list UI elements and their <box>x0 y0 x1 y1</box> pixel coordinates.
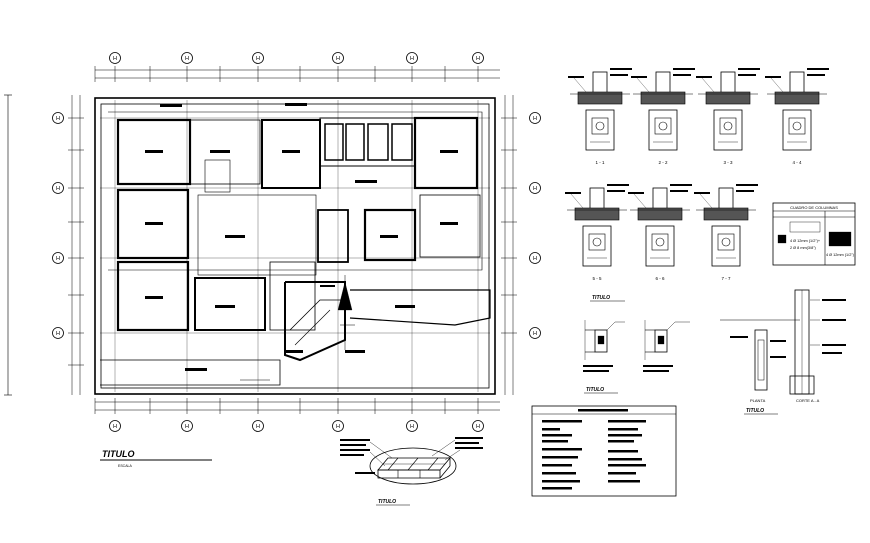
sheet-title-block: TITULO ESCALA <box>100 449 212 468</box>
footing-label: 2 - 2 <box>658 160 668 165</box>
foundation-floor-plan <box>4 69 514 411</box>
axis-marker-label: H <box>256 56 260 62</box>
footing-label: 5 - 5 <box>592 276 602 281</box>
column-table-rebar-c: 4 Ø 12mm (1/2") <box>826 253 855 257</box>
wall-plan-label: PLANTA <box>750 398 766 403</box>
axis-marker: H <box>52 327 64 339</box>
axis-marker-label: H <box>336 424 340 430</box>
footing-label: 4 - 4 <box>792 160 802 165</box>
axis-marker-label: H <box>336 56 340 62</box>
footing-details: 1 - 1 2 - 2 3 - 3 4 - 4 5 - 5 6 - 6 7 - 7 <box>565 68 829 281</box>
details-title: TITULO <box>586 387 604 393</box>
wall-detail <box>720 289 820 395</box>
general-notes-table <box>531 405 677 497</box>
wall-section-label: CORTE A - A <box>796 398 820 403</box>
axis-marker-label: H <box>256 424 260 430</box>
axis-marker: H <box>52 182 64 194</box>
axis-marker-label: H <box>533 256 537 262</box>
columns-title: TITULO <box>592 295 610 301</box>
axis-marker: H <box>332 52 344 64</box>
axis-marker-label: H <box>56 116 60 122</box>
axis-marker-label: H <box>476 424 480 430</box>
column-table-header: CUADRO DE COLUMNAS <box>790 205 838 210</box>
axis-marker: H <box>529 182 541 194</box>
axis-marker: H <box>472 420 484 432</box>
axis-marker: H <box>109 52 121 64</box>
footing-detail: 6 - 6 <box>628 184 692 281</box>
footing-detail: 2 - 2 <box>631 68 695 165</box>
connection-details <box>584 320 690 360</box>
axis-marker-label: H <box>533 116 537 122</box>
axis-marker-label: H <box>533 186 537 192</box>
footing-label: 3 - 3 <box>723 160 733 165</box>
axis-marker-label: H <box>185 56 189 62</box>
axis-marker-label: H <box>113 56 117 62</box>
brick-detail-title: TITULO <box>378 499 396 505</box>
axis-marker-label: H <box>410 56 414 62</box>
axis-marker: H <box>109 420 121 432</box>
brick-detail <box>369 439 461 485</box>
axis-marker: H <box>181 52 193 64</box>
axis-marker: H <box>52 252 64 264</box>
footing-detail: 3 - 3 <box>696 68 760 165</box>
axis-marker-label: H <box>113 424 117 430</box>
axis-marker-label: H <box>56 331 60 337</box>
axis-marker-label: H <box>56 256 60 262</box>
sheet-title: TITULO <box>102 449 135 459</box>
footing-label: 6 - 6 <box>655 276 665 281</box>
grid-axis-markers: H H H H H H H H H H H H H H H H H H H H <box>52 52 541 432</box>
axis-marker: H <box>252 52 264 64</box>
axis-marker: H <box>52 112 64 124</box>
general-notes-lines <box>542 409 646 490</box>
axis-marker-label: H <box>56 186 60 192</box>
room-label-marks <box>145 103 458 371</box>
column-table-rebar-a: 4 Ø 12mm (1/2")+ <box>790 239 821 243</box>
axis-marker-label: H <box>476 56 480 62</box>
wall-detail-notes <box>730 299 846 358</box>
axis-marker: H <box>332 420 344 432</box>
axis-marker-label: H <box>533 331 537 337</box>
footing-detail: 4 - 4 <box>765 68 829 165</box>
axis-marker: H <box>181 420 193 432</box>
footing-detail: 1 - 1 <box>568 68 632 165</box>
column-table-rebar-b: 2 Ø 8 mm(3/8") <box>790 246 817 250</box>
wall-detail-title: TITULO <box>746 408 764 414</box>
axis-marker: H <box>406 52 418 64</box>
axis-marker: H <box>252 420 264 432</box>
axis-marker-label: H <box>185 424 189 430</box>
axis-marker: H <box>529 252 541 264</box>
sheet-subtitle: ESCALA <box>118 464 132 468</box>
column-schedule-table <box>772 202 856 266</box>
axis-marker: H <box>529 327 541 339</box>
axis-marker: H <box>472 52 484 64</box>
axis-marker-label: H <box>410 424 414 430</box>
footing-label: 1 - 1 <box>595 160 605 165</box>
footing-label: 7 - 7 <box>721 276 731 281</box>
dimension-ticks <box>68 66 517 414</box>
footing-detail: 7 - 7 <box>694 184 758 281</box>
footing-detail: 5 - 5 <box>565 184 629 281</box>
axis-marker: H <box>529 112 541 124</box>
brick-detail-notes <box>340 437 483 474</box>
axis-marker: H <box>406 420 418 432</box>
connection-detail-notes <box>583 365 673 372</box>
